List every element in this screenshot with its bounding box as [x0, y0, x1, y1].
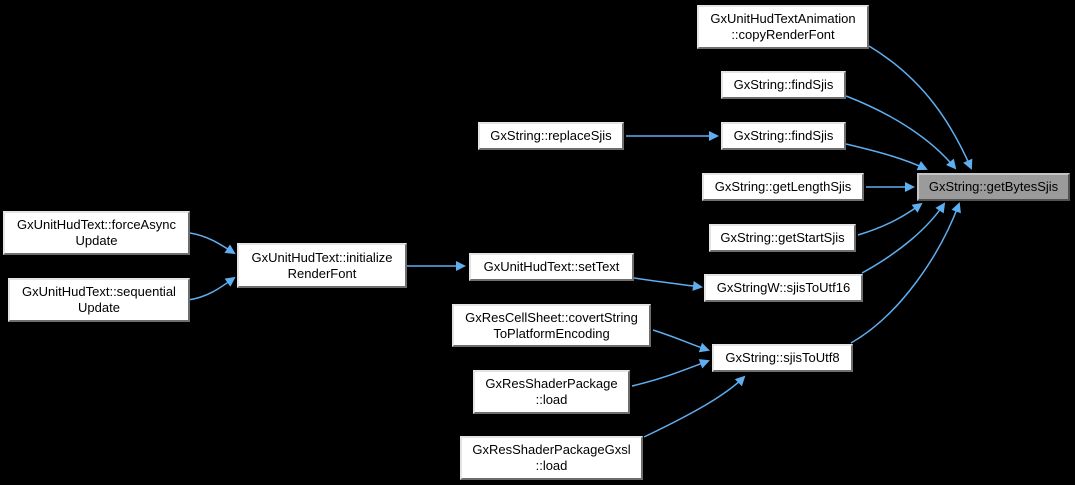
node-shader-package-load[interactable]: GxResShaderPackage ::load: [473, 370, 630, 414]
node-shader-package-gxsl-load[interactable]: GxResShaderPackageGxsl ::load: [460, 436, 643, 480]
node-force-async-update[interactable]: GxUnitHudText::forceAsync Update: [3, 211, 190, 255]
node-label: GxString::findSjis: [733, 128, 834, 143]
node-label: GxString::findSjis: [733, 77, 834, 92]
node-label: GxUnitHudText::initialize RenderFont: [251, 249, 393, 281]
edge-sjistoutf16-to-getbytessjis: [861, 202, 946, 274]
node-label: GxString::sjisToUtf8: [725, 350, 840, 365]
edge-sequential-to-initialize: [187, 276, 236, 301]
node-copy-render-font[interactable]: GxUnitHudTextAnimation ::copyRenderFont: [697, 5, 869, 49]
node-set-text[interactable]: GxUnitHudText::setText: [469, 253, 634, 281]
node-label: GxString::getBytesSjis: [928, 179, 1059, 194]
node-find-sjis-2[interactable]: GxString::findSjis: [721, 122, 846, 150]
edge-getstartsjis-to-getbytessjis: [857, 202, 923, 236]
edge-force-async-to-initialize: [189, 232, 236, 255]
node-label: GxUnitHudText::setText: [483, 259, 620, 274]
edge-sjistoutf8-to-getbytessjis: [850, 202, 961, 344]
node-get-length-sjis[interactable]: GxString::getLengthSjis: [702, 173, 864, 201]
node-sjis-to-utf16[interactable]: GxStringW::sjisToUtf16: [704, 274, 863, 302]
edge-findsjis2-to-getbytessjis: [845, 143, 928, 171]
node-label: GxUnitHudTextAnimation ::copyRenderFont: [710, 11, 856, 42]
node-sequential-update[interactable]: GxUnitHudText::sequential Update: [8, 278, 190, 322]
edge-findsjis1-to-getbytessjis: [845, 95, 957, 170]
node-sjis-to-utf8[interactable]: GxString::sjisToUtf8: [712, 344, 853, 372]
node-label: GxResCellSheet::covertString ToPlatformE…: [465, 309, 638, 341]
node-replace-sjis[interactable]: GxString::replaceSjis: [478, 122, 624, 150]
node-covert-string-to-platform-encoding[interactable]: GxResCellSheet::covertString ToPlatformE…: [452, 304, 651, 347]
edge-settext-to-sjistoutf16: [633, 277, 703, 291]
node-label: GxString::replaceSjis: [490, 128, 612, 143]
node-label: GxUnitHudText::forceAsync Update: [17, 217, 176, 248]
node-label: GxResShaderPackageGxsl ::load: [472, 442, 631, 473]
node-label: GxStringW::sjisToUtf16: [716, 280, 851, 295]
node-label: GxString::getStartSjis: [720, 230, 845, 245]
node-get-start-sjis[interactable]: GxString::getStartSjis: [709, 224, 856, 252]
node-initialize-render-font[interactable]: GxUnitHudText::initialize RenderFont: [237, 243, 407, 288]
node-label: GxString::getLengthSjis: [714, 179, 852, 194]
edge-copyrenderfont-to-getbytessjis: [868, 45, 973, 170]
edge-shaderpackageload-to-sjistoutf8: [631, 359, 710, 387]
node-find-sjis-1[interactable]: GxString::findSjis: [721, 71, 846, 99]
node-label: GxResShaderPackage ::load: [485, 376, 618, 407]
node-get-bytes-sjis-current: GxString::getBytesSjis: [917, 173, 1070, 201]
node-label: GxUnitHudText::sequential Update: [22, 284, 176, 315]
edge-shaderpackagegxslload-to-sjistoutf8: [643, 375, 746, 438]
edge-covertstring-to-sjistoutf8: [652, 329, 710, 353]
